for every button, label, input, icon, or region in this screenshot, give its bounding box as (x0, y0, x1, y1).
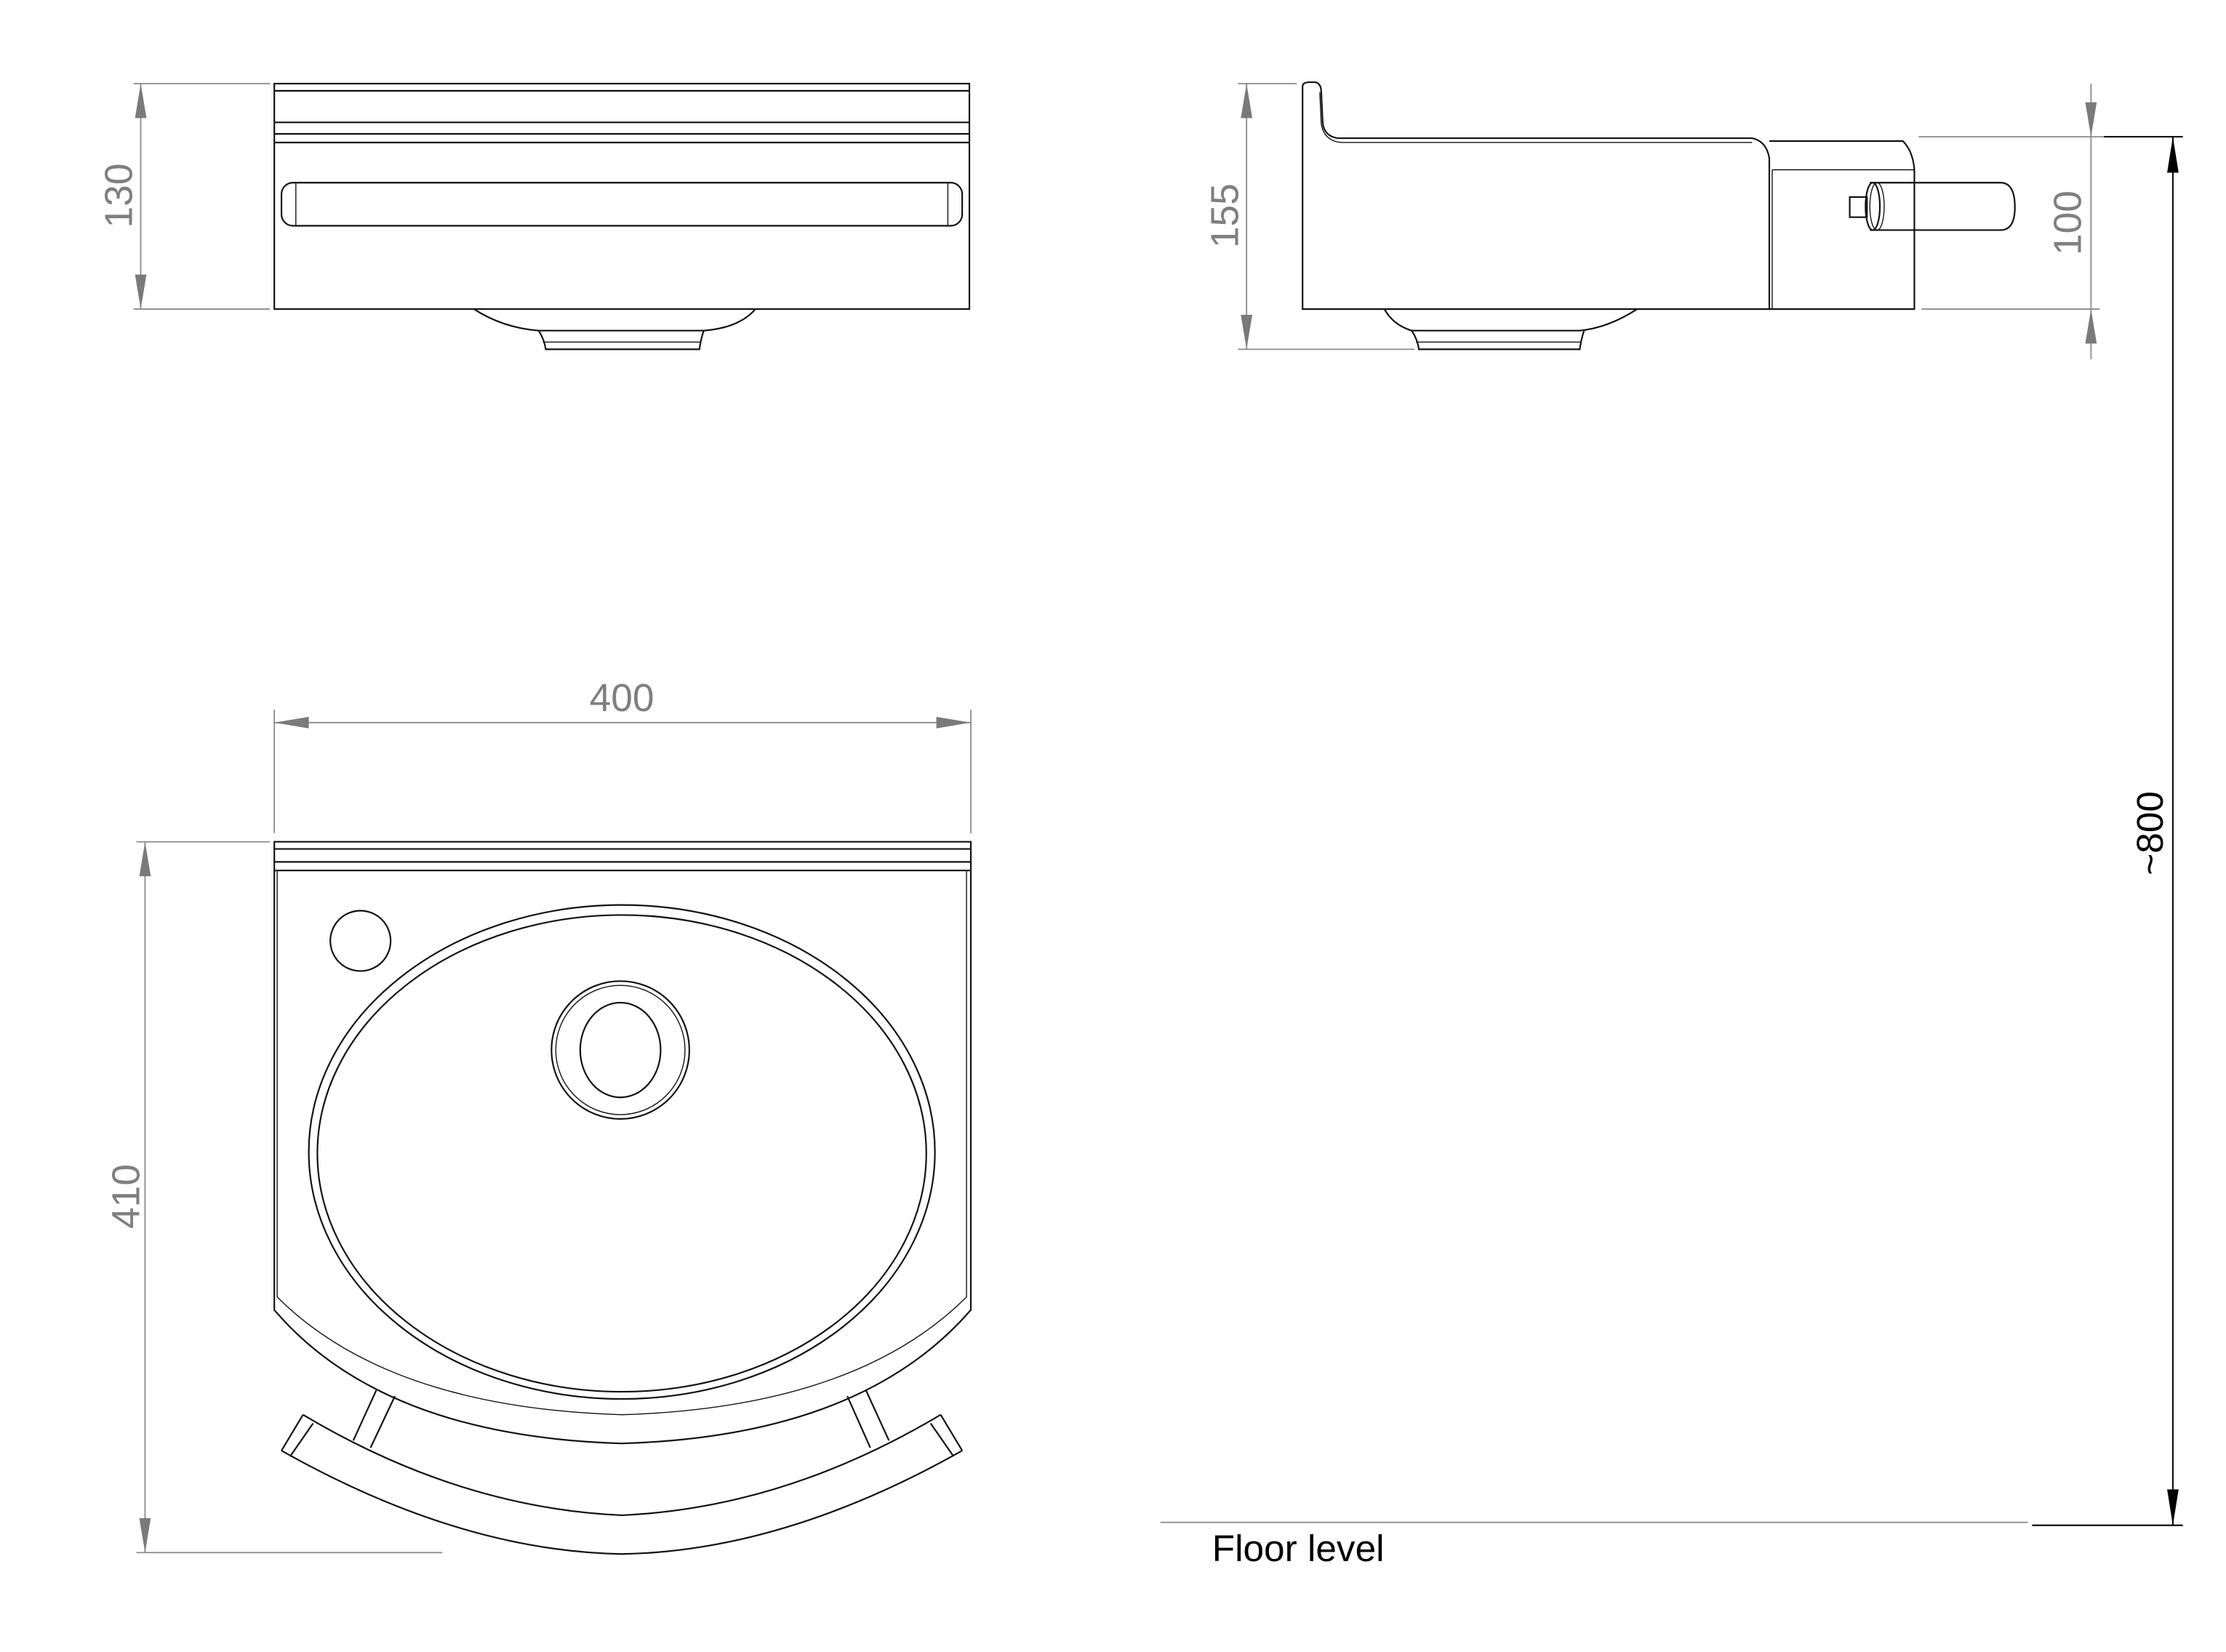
dimension-label-410: 410 (105, 1164, 148, 1229)
dimension-label-100: 100 (2047, 191, 2090, 255)
faucet-stub (1849, 196, 1868, 218)
dimension-label-130: 130 (98, 164, 141, 228)
front-basin-bottom (473, 308, 756, 332)
dimension-box-height: 100 (1918, 84, 2105, 360)
drain-ring (551, 980, 691, 1120)
front-view (273, 82, 971, 350)
faucet-hole (329, 910, 392, 972)
dimension-label-400: 400 (590, 677, 654, 720)
dimension-front-height: 130 (98, 83, 271, 310)
dimension-plan-width: 400 (273, 677, 972, 833)
dimension-label-800: ~800 (2129, 791, 2171, 875)
floor-level: Floor level (1160, 1521, 2028, 1569)
side-view (1302, 81, 2016, 350)
floor-level-label: Floor level (1212, 1528, 1385, 1569)
drain-hole (579, 1001, 662, 1099)
plan-outline (273, 841, 972, 1445)
front-body (273, 82, 971, 310)
dimension-plan-depth: 410 (105, 841, 443, 1554)
dimension-label-155: 155 (1204, 183, 1246, 248)
side-basin-body (1302, 81, 1771, 310)
towel-bar (280, 182, 964, 227)
dimension-mount-height: ~800 (2032, 135, 2183, 1526)
towel-rail-outer (281, 1450, 963, 1555)
plan-view (273, 841, 972, 1555)
towel-rail-inner (303, 1414, 942, 1517)
side-box (1769, 140, 1915, 310)
faucet-handle (1870, 182, 2016, 231)
basin-rim (308, 904, 936, 1400)
dimension-side-height: 155 (1204, 83, 1415, 350)
